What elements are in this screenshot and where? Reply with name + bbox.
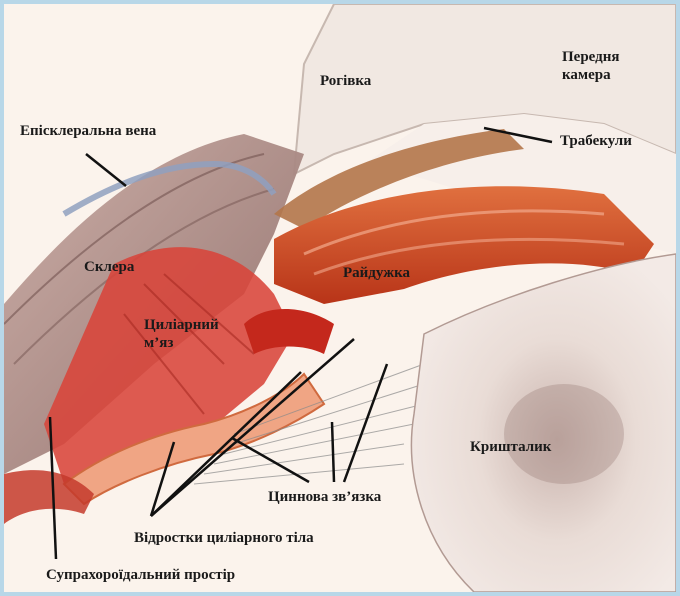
label-ciliary-muscle: Циліарний м’яз xyxy=(144,316,219,352)
label-cornea: Рогівка xyxy=(320,72,371,90)
label-lens: Кришталик xyxy=(470,438,551,456)
label-zonule: Циннова зв’язка xyxy=(268,488,381,506)
pointer-zonule-3 xyxy=(344,364,387,482)
diagram-frame: Рогівка Передня камера Епісклеральна вен… xyxy=(4,4,676,592)
label-episcleral-vein: Епісклеральна вена xyxy=(20,122,156,140)
pointer-zonule-2 xyxy=(332,422,334,482)
label-trabeculae: Трабекули xyxy=(560,132,632,150)
label-iris: Райдужка xyxy=(343,264,410,282)
label-ciliary-processes: Відростки циліарного тіла xyxy=(134,529,314,547)
label-suprachoroidal-space: Супрахороїдальний простір xyxy=(46,566,235,584)
pointer-episcleral-vein xyxy=(86,154,126,186)
label-sclera: Склера xyxy=(84,258,134,276)
label-anterior-chamber: Передня камера xyxy=(562,48,619,84)
